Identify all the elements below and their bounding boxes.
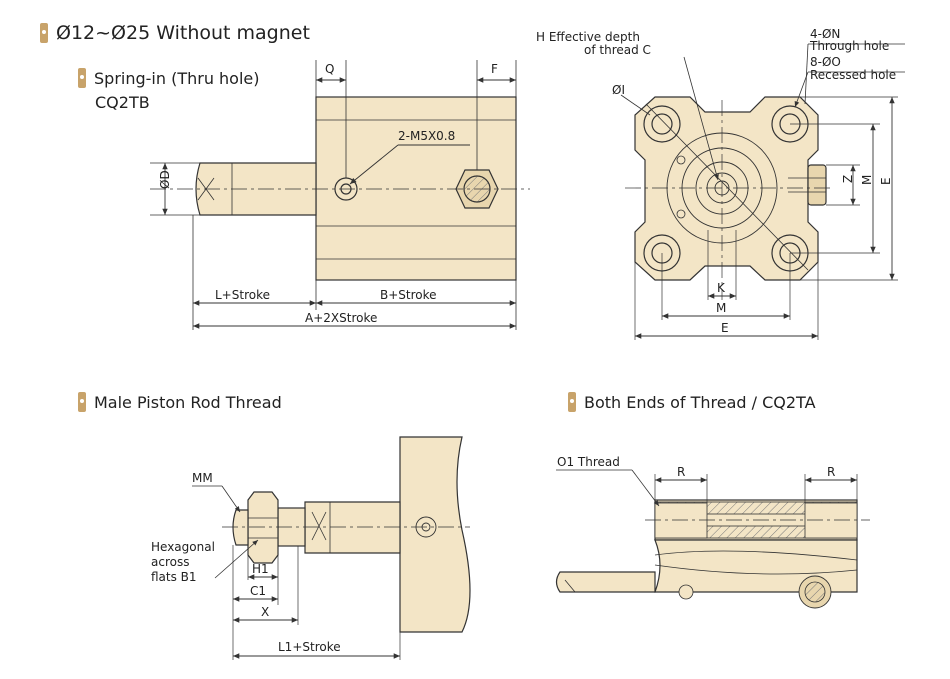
label-d: ØD bbox=[158, 170, 172, 189]
label-l-stroke: L+Stroke bbox=[215, 288, 270, 302]
label-o: 8-ØO bbox=[810, 55, 841, 69]
front-view bbox=[620, 43, 905, 340]
label-hex-2: across bbox=[151, 555, 189, 569]
label-e-vert: E bbox=[879, 177, 893, 185]
bullet-icon bbox=[40, 23, 48, 43]
label-r-right: R bbox=[827, 465, 835, 479]
main-title: Ø12~Ø25 Without magnet bbox=[56, 22, 310, 44]
spring-title: Spring-in (Thru hole) bbox=[94, 68, 260, 88]
both-title: Both Ends of Thread / CQ2TA bbox=[584, 392, 816, 412]
label-n: 4-ØN bbox=[810, 27, 840, 41]
label-i: ØI bbox=[612, 83, 625, 97]
label-h-depth: H Effective depth bbox=[536, 30, 640, 44]
label-hex-1: Hexagonal bbox=[151, 540, 215, 554]
label-x: X bbox=[261, 605, 269, 619]
label-port: 2-M5X0.8 bbox=[398, 129, 455, 143]
label-o1-thread: O1 Thread bbox=[557, 455, 620, 469]
label-n-through: Through hole bbox=[809, 39, 889, 53]
section-header-both: Both Ends of Thread / CQ2TA bbox=[568, 392, 816, 412]
label-r-left: R bbox=[677, 465, 685, 479]
bullet-icon bbox=[568, 392, 576, 412]
label-o-recessed: Recessed hole bbox=[810, 68, 896, 82]
label-hex-3: flats B1 bbox=[151, 570, 197, 584]
male-title: Male Piston Rod Thread bbox=[94, 392, 282, 412]
piston-rod bbox=[195, 162, 317, 216]
label-e-horiz: E bbox=[721, 321, 729, 335]
bullet-icon bbox=[78, 68, 86, 88]
section-header-spring: Spring-in (Thru hole) bbox=[78, 68, 260, 88]
label-f: F bbox=[491, 62, 498, 76]
label-k: K bbox=[717, 281, 726, 295]
section-header-male: Male Piston Rod Thread bbox=[78, 392, 282, 412]
label-m-horiz: M bbox=[716, 301, 726, 315]
label-c1: C1 bbox=[250, 584, 266, 598]
label-l1-stroke: L1+Stroke bbox=[278, 640, 341, 654]
bullet-icon bbox=[78, 392, 86, 412]
side-view bbox=[150, 60, 530, 330]
label-m-vert: M bbox=[860, 175, 874, 185]
both-ends-view bbox=[555, 469, 870, 609]
label-h1: H1 bbox=[252, 562, 269, 576]
section-header-main: Ø12~Ø25 Without magnet bbox=[40, 22, 310, 44]
label-a-stroke: A+2XStroke bbox=[305, 311, 377, 325]
label-h-thread: of thread C bbox=[584, 43, 651, 57]
label-q: Q bbox=[325, 62, 334, 76]
label-b-stroke: B+Stroke bbox=[380, 288, 437, 302]
label-mm: MM bbox=[192, 471, 213, 485]
male-rod-view bbox=[192, 436, 471, 660]
spring-model: CQ2TB bbox=[95, 93, 150, 112]
label-z: Z bbox=[841, 175, 855, 183]
